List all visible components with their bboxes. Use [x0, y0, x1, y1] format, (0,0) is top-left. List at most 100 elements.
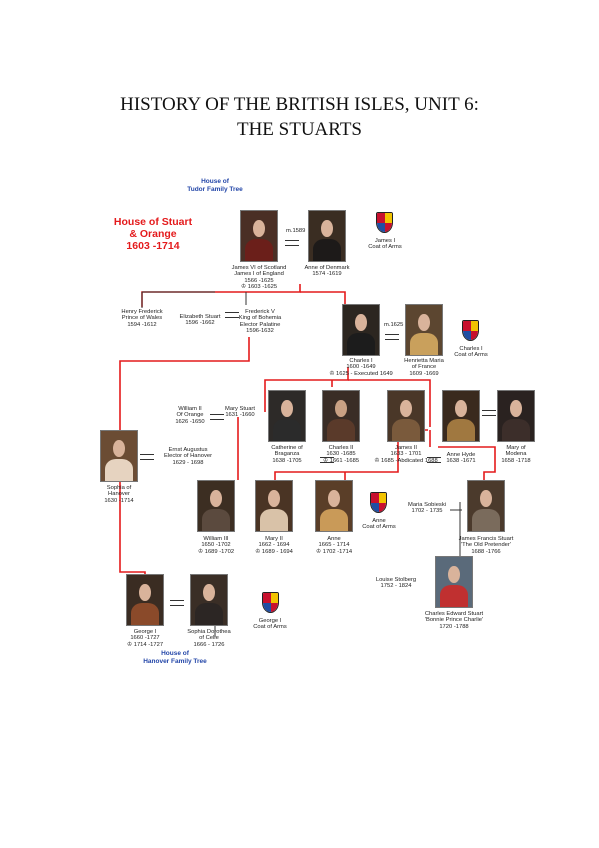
james-i-coat-of-arms-icon — [376, 212, 393, 233]
louise-stolberg-line: 1752 - 1824 — [380, 583, 412, 590]
james-francis-line: 1688 -1766 — [471, 548, 501, 555]
label-frederick-v: Frederick V King of Bohemia Elector Pala… — [239, 309, 282, 335]
mary-stuart-line: Mary Stuart — [225, 406, 255, 412]
george-i-line: George I — [133, 629, 157, 635]
label-james-francis: James Francis Stuart 'The Old Pretender'… — [459, 536, 514, 555]
charles-edward-line: Charles Edward Stuart — [424, 611, 484, 617]
portrait-charles-i — [342, 304, 380, 356]
marriage-1589: m.1589 — [286, 228, 306, 234]
label-sophia: Sophia of Hanover 1630 -1714 — [104, 485, 133, 504]
portrait-james-francis — [467, 480, 505, 532]
mary-modena-line: Modena — [505, 451, 527, 458]
portrait-george-i — [126, 574, 164, 626]
anne-denmark-line: 1574 -1619 — [312, 271, 342, 278]
label-william-iii: William III 1650 -1702 ♔ 1689 -1702 — [198, 536, 234, 555]
charles-i-line: 1600 -1649 — [346, 364, 376, 371]
mary-modena-line: 1658 -1718 — [501, 457, 531, 464]
label-james-vi: James VI of Scotland James I of England … — [232, 265, 287, 291]
portrait-mary-ii — [255, 480, 293, 532]
tudor-family-tree-link[interactable]: House of Tudor Family Tree — [187, 178, 243, 193]
house-heading: House of Stuart & Orange 1603 -1714 — [108, 216, 198, 252]
charles-i-coat-of-arms-icon — [462, 320, 479, 341]
label-anne-denmark: Anne of Denmark 1574 -1619 — [304, 265, 349, 278]
henrietta-maria-line: of France — [411, 364, 437, 371]
maria-sobieski-line: Maria Sobieski — [407, 502, 447, 508]
hanover-link-line-2: Hanover Family Tree — [143, 657, 207, 665]
portrait-william-iii — [197, 480, 235, 532]
marriage-symbol — [427, 457, 441, 463]
label-william-ii: William II Of Orange 1626 -1650 — [175, 406, 204, 425]
portrait-henrietta-maria — [405, 304, 443, 356]
marriage-symbol — [140, 454, 154, 460]
elizabeth-stuart-line: Elizabeth Stuart — [179, 314, 221, 320]
anne-coat-of-arms-icon — [370, 492, 387, 513]
portrait-james-vi — [240, 210, 278, 262]
label-louise-stolberg: Louise Stolberg 1752 - 1824 — [376, 577, 416, 590]
george-i-coat-of-arms-icon — [262, 592, 279, 613]
label-catherine: Catherine of Braganza 1638 -1705 — [271, 445, 303, 464]
title-line-1: HISTORY OF THE BRITISH ISLES, UNIT 6: — [120, 94, 479, 115]
anne-hyde-line: Anne Hyde — [446, 452, 476, 458]
label-henry-frederick: Henry Frederick Prince of Wales 1594 -16… — [121, 309, 162, 328]
portrait-anne-hyde — [442, 390, 480, 442]
maria-sobieski-line: 1702 - 1735 — [411, 508, 443, 515]
label-anne-hyde: Anne Hyde 1638 -1671 — [446, 452, 475, 465]
henrietta-maria-line: 1609 -1669 — [409, 370, 439, 377]
mary-ii-line: ♔ 1689 - 1694 — [255, 548, 293, 555]
james-i-arms-line: Coat of Arms — [368, 244, 402, 251]
marriage-symbol — [482, 410, 496, 416]
james-ii-line: James II — [395, 445, 417, 451]
george-i-arms-line: Coat of Arms — [253, 624, 287, 631]
tudor-link-line-1: House of — [201, 178, 229, 185]
charles-edward-line: 'Bonnie Prince Charlie' — [424, 617, 484, 624]
mary-ii-line: Mary II — [265, 536, 283, 542]
label-anne: Anne 1665 - 1714 ♔ 1702 -1714 — [316, 536, 352, 555]
catherine-line: 1638 -1705 — [272, 457, 302, 464]
catherine-line: Braganza — [274, 451, 300, 458]
henrietta-maria-line: Henrietta Maria — [404, 358, 444, 364]
label-sophia-dorothea: Sophia Dorothea of Celle 1666 - 1726 — [187, 629, 231, 648]
james-ii-line: 1633 - 1701 — [390, 451, 422, 458]
charles-edward-line: 1720 -1788 — [439, 623, 469, 630]
label-ernst-augustus: Ernst Augustus Elector of Hanover 1629 -… — [164, 447, 212, 466]
label-james-i-arms: James I Coat of Arms — [368, 238, 402, 251]
label-elizabeth-stuart: Elizabeth Stuart 1596 -1662 — [180, 314, 221, 327]
marriage-symbol — [225, 312, 239, 318]
label-charles-i: Charles I 1600 -1649 ♔ 1625 - Executed 1… — [329, 358, 393, 377]
william-ii-line: 1626 -1650 — [175, 418, 205, 425]
anne-hyde-line: 1638 -1671 — [446, 458, 476, 465]
sophia-dorothea-line: 1666 - 1726 — [193, 641, 225, 648]
george-i-line: 1660 -1727 — [130, 635, 160, 642]
charles-ii-line: 1630 -1685 — [326, 451, 356, 458]
marriage-symbol — [210, 414, 224, 420]
james-vi-line: ♔ 1603 -1625 — [240, 284, 278, 291]
charles-ii-line: ♔ 1661 -1685 — [322, 457, 360, 464]
louise-stolberg-line: Louise Stolberg — [375, 577, 417, 583]
marriage-symbol — [285, 240, 299, 246]
sophia-line: Sophia of — [106, 485, 132, 491]
george-i-line: ♔ 1714 -1727 — [126, 641, 164, 648]
title-line-2: THE STUARTS — [236, 119, 362, 140]
ernst-augustus-line: Ernst Augustus — [168, 447, 208, 453]
hanover-family-tree-link[interactable]: House of Hanover Family Tree — [143, 650, 207, 665]
anne-line: ♔ 1702 -1714 — [315, 548, 353, 555]
james-i-arms-line: James I — [374, 238, 396, 244]
james-francis-line: 'The Old Pretender' — [461, 542, 511, 549]
label-maria-sobieski: Maria Sobieski 1702 - 1735 — [408, 502, 446, 515]
james-vi-line: James I of England — [234, 271, 284, 278]
william-ii-line: William II — [178, 406, 202, 412]
anne-line: 1665 - 1714 — [318, 542, 350, 549]
henry-frederick-line: Henry Frederick — [121, 309, 163, 315]
label-george-i: George I 1660 -1727 ♔ 1714 -1727 — [127, 629, 163, 648]
family-tree-diagram: House of Tudor Family Tree House of Hano… — [100, 172, 535, 670]
portrait-catherine — [268, 390, 306, 442]
william-iii-line: ♔ 1689 -1702 — [197, 548, 235, 555]
label-mary-modena: Mary of Modena 1658 -1718 — [501, 445, 530, 464]
mary-stuart-line: 1631 -1660 — [225, 412, 255, 419]
james-ii-line: ♔ 1685 -Abdicated 1688 — [374, 457, 438, 464]
portrait-james-ii — [387, 390, 425, 442]
sophia-dorothea-line: of Celle — [199, 635, 219, 642]
james-vi-line: James VI of Scotland — [231, 265, 287, 271]
william-ii-line: Of Orange — [176, 412, 204, 419]
anne-arms-line: Anne — [372, 518, 386, 524]
